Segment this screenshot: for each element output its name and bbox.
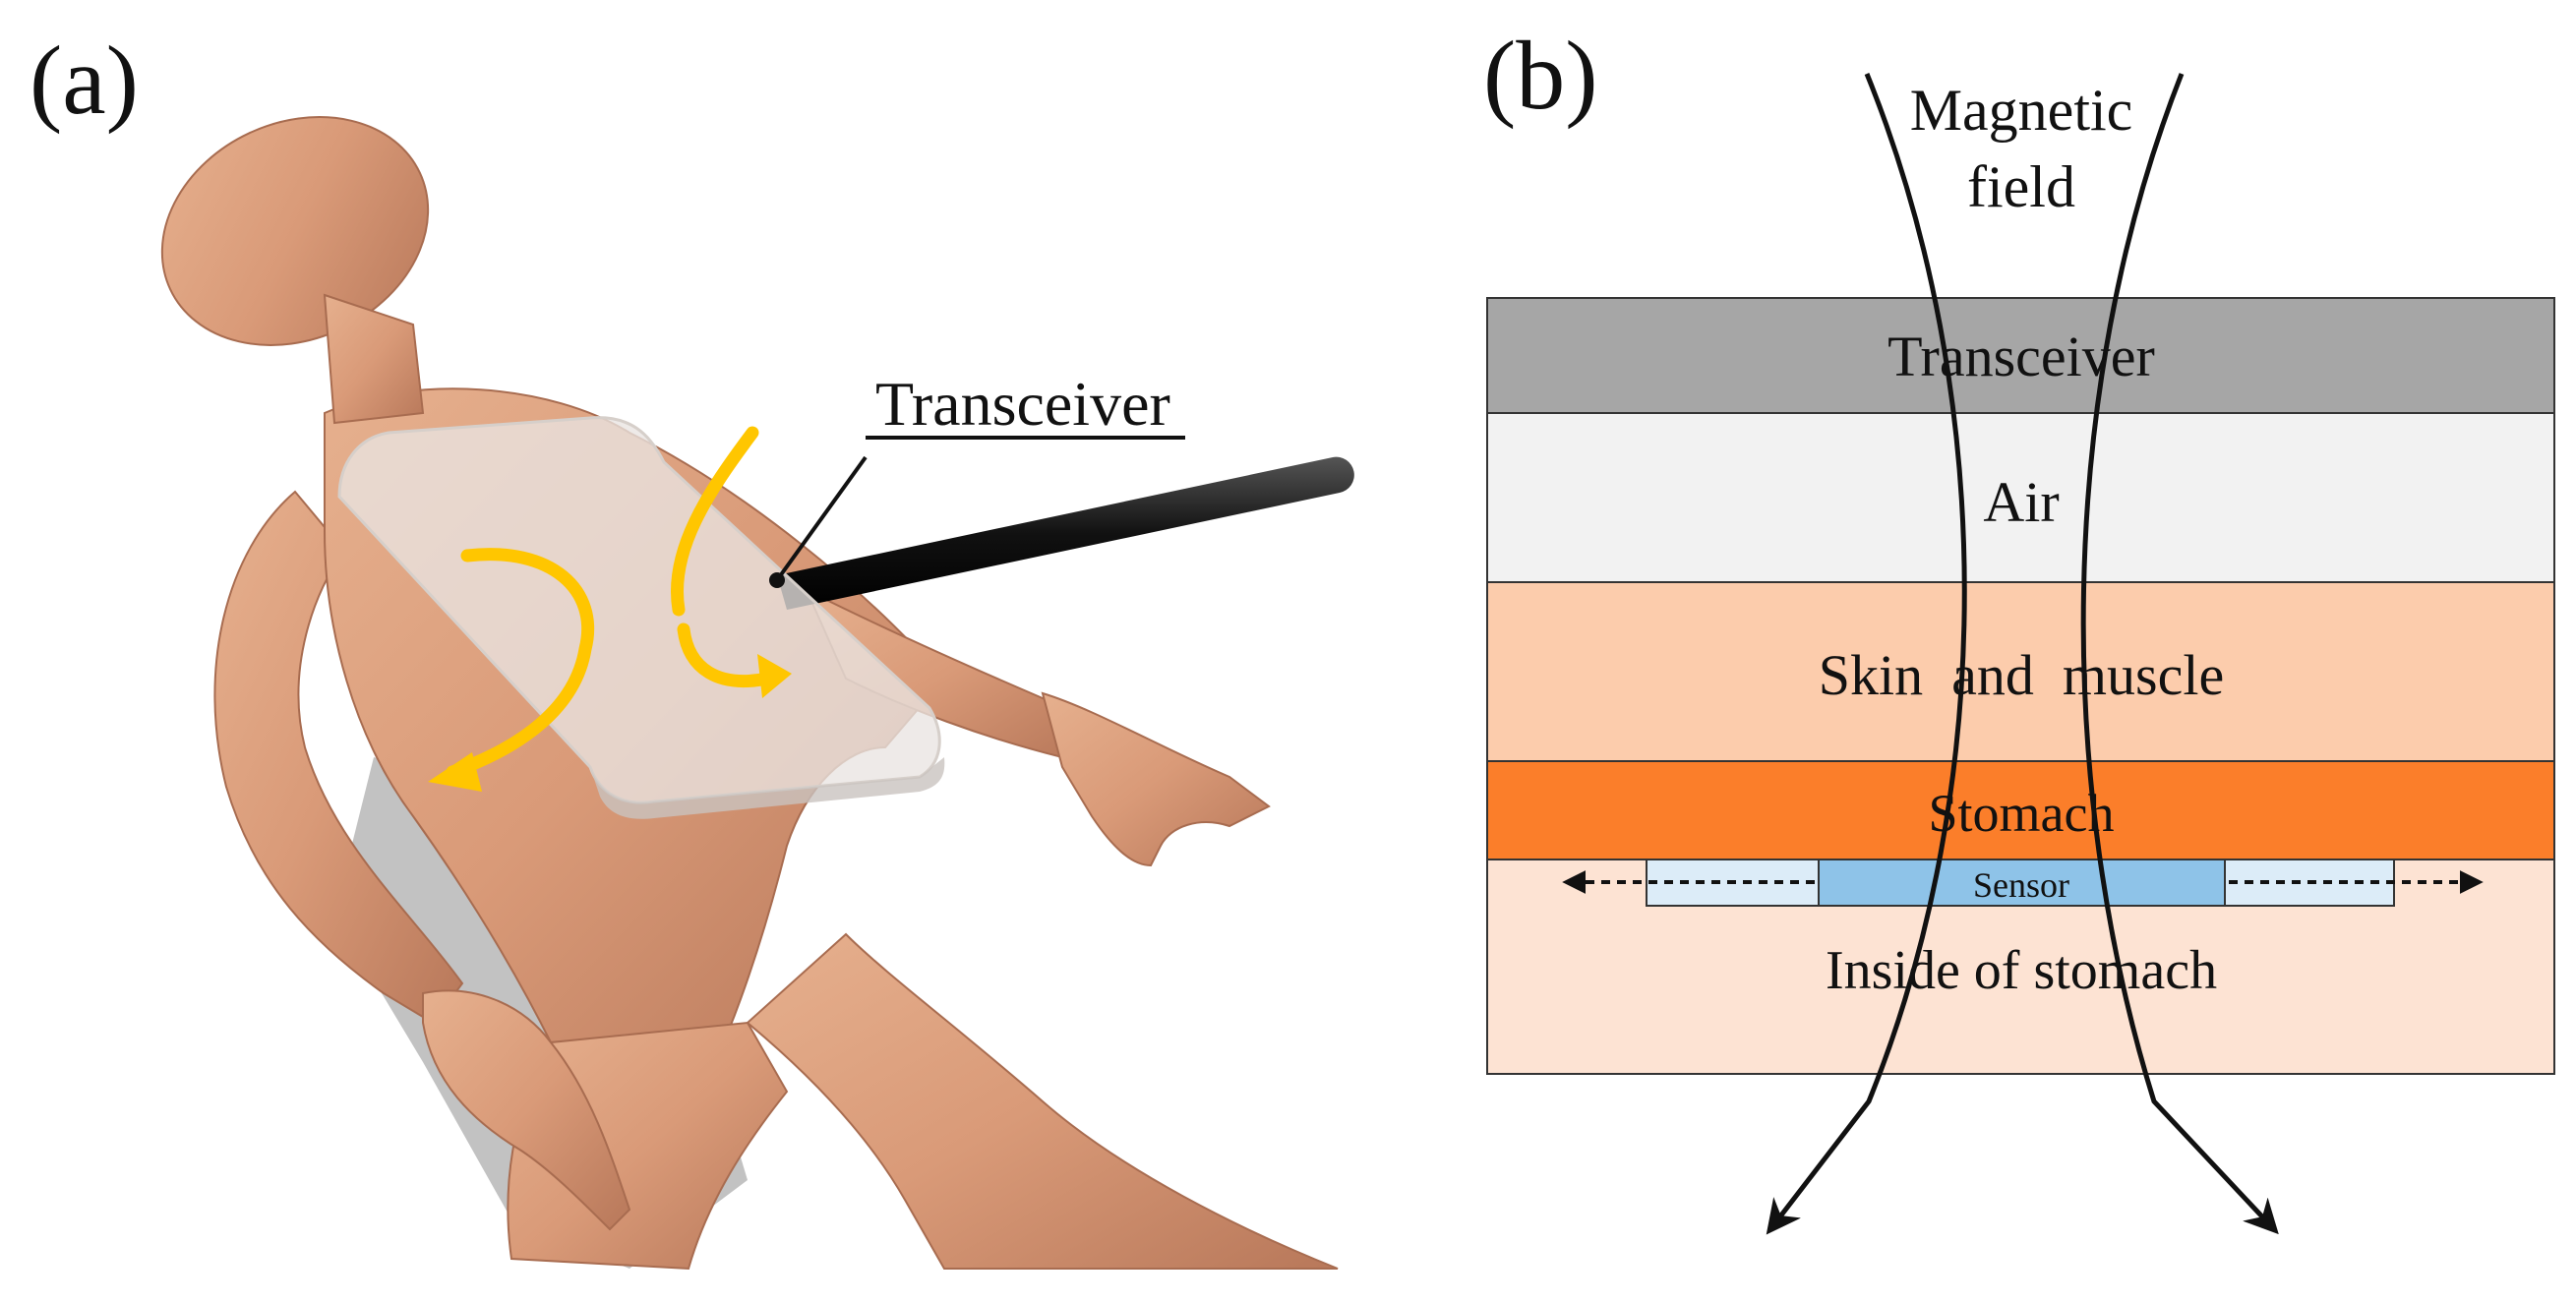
layer-air bbox=[1486, 412, 2555, 583]
sensor-body bbox=[1818, 859, 2226, 907]
transceiver-callout: Transceiver bbox=[769, 369, 1185, 588]
flux-arrowheads bbox=[428, 654, 792, 792]
magnetic-field-line-right bbox=[2080, 73, 2279, 1235]
layer-label-skin-and-muscle: Skin and muscle bbox=[1819, 643, 2224, 707]
layer-label-transceiver: Transceiver bbox=[1887, 325, 2155, 388]
magnetic-flux-arrows bbox=[446, 426, 774, 779]
magnetic-field-label-line2: field bbox=[1967, 154, 2075, 219]
magnetic-field-line-left bbox=[1766, 73, 1967, 1235]
panel-a-label: (a) bbox=[30, 26, 139, 135]
layer-transceiver bbox=[1486, 297, 2555, 414]
layer-label-inside-of-stomach: Inside of stomach bbox=[1826, 940, 2217, 1001]
transceiver-cable bbox=[777, 456, 1354, 610]
sensor-label: Sensor bbox=[1973, 865, 2069, 905]
magnetic-field-label-line1: Magnetic bbox=[1910, 78, 2133, 143]
panel-b-label: (b) bbox=[1483, 21, 1598, 130]
layer-label-stomach: Stomach bbox=[1929, 784, 2115, 843]
layer-label-air: Air bbox=[1983, 470, 2059, 534]
transceiver-callout-label: Transceiver bbox=[875, 369, 1170, 439]
transceiver-pad bbox=[337, 416, 945, 819]
panel-b: (b) Transceiver Air Skin and muscle Stom… bbox=[1483, 21, 2555, 1235]
panel-a: (a) bbox=[30, 26, 1354, 1271]
layer-stomach bbox=[1486, 760, 2555, 860]
layer-skin-and-muscle bbox=[1486, 581, 2555, 762]
